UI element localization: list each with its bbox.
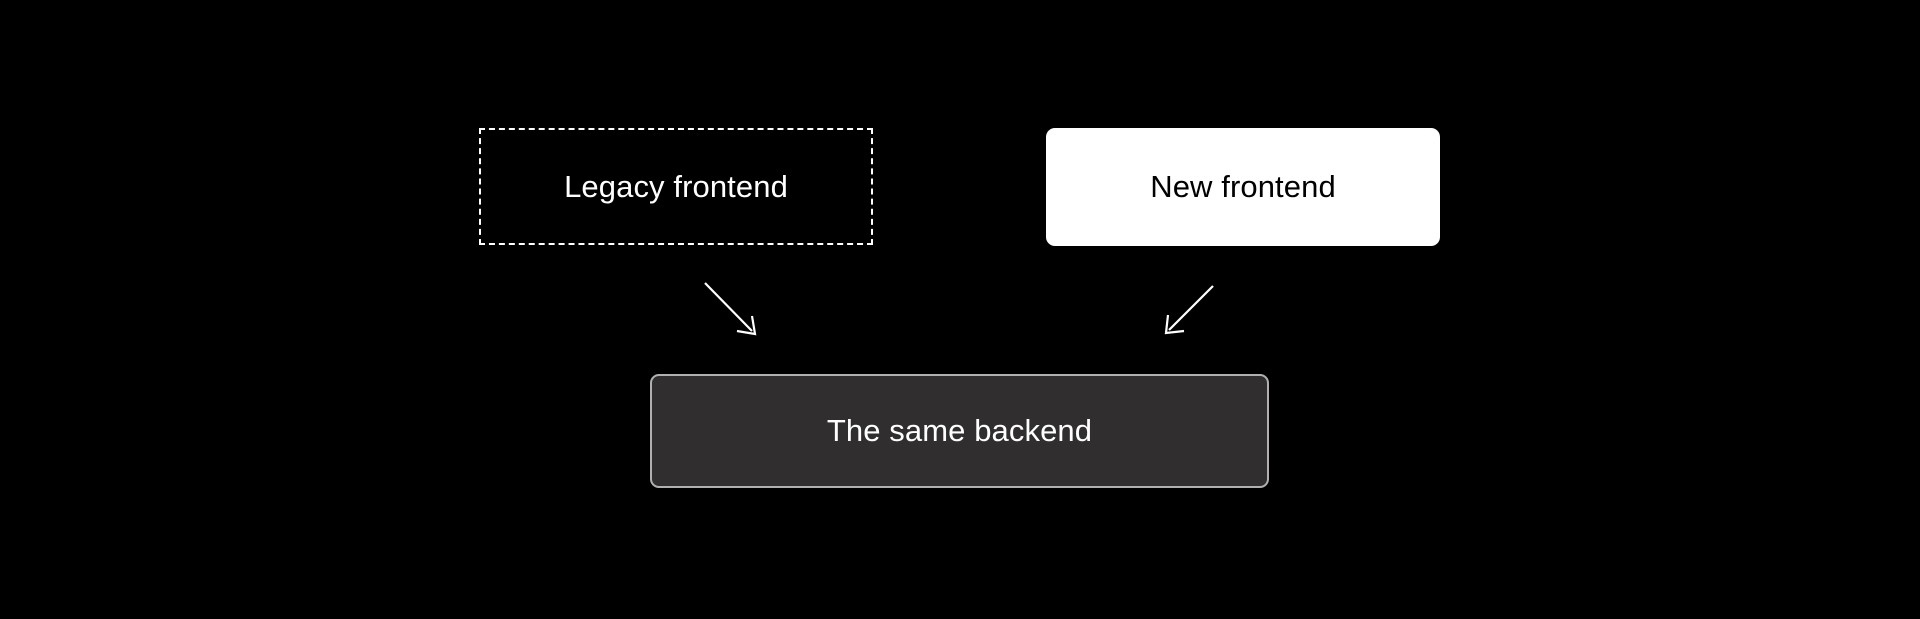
node-same-backend-label: The same backend [826, 413, 1093, 449]
node-new-frontend[interactable]: New frontend [1046, 128, 1440, 246]
node-legacy-frontend[interactable]: Legacy frontend [479, 128, 873, 245]
node-legacy-frontend-label: Legacy frontend [564, 168, 788, 204]
arrow-new-to-backend [1164, 285, 1214, 335]
node-new-frontend-label: New frontend [1150, 169, 1336, 205]
node-same-backend[interactable]: The same backend [650, 374, 1269, 488]
arrow-legacy-to-backend [704, 282, 757, 336]
